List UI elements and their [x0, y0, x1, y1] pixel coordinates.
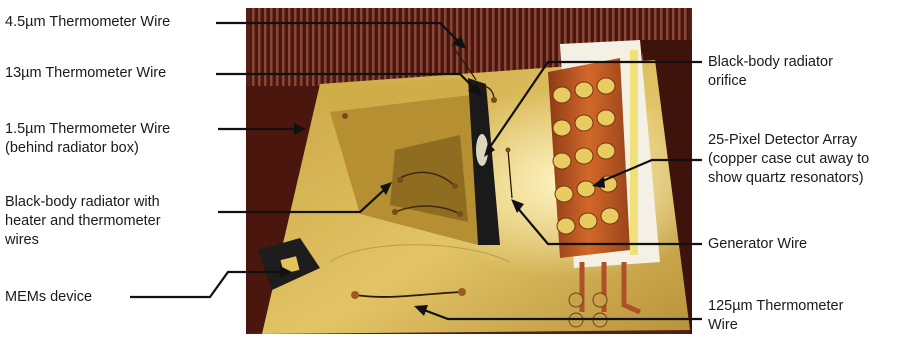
label-text: Wire: [708, 316, 843, 335]
label-text: 1.5µm Thermometer Wire: [5, 120, 170, 139]
label-text: Black-body radiator with: [5, 193, 161, 212]
label-text: Generator Wire: [708, 235, 807, 254]
tube-fitting: [593, 293, 607, 307]
label-text: 13µm Thermometer Wire: [5, 64, 166, 83]
label-text: orifice: [708, 72, 833, 91]
label-text: 25-Pixel Detector Array: [708, 131, 869, 150]
label-text: (behind radiator box): [5, 139, 170, 158]
label-text: 4.5µm Thermometer Wire: [5, 13, 170, 32]
wire-pad: [458, 288, 466, 296]
label-1-5um-thermometer-wire: 1.5µm Thermometer Wire (behind radiator …: [5, 120, 170, 158]
wire-pad: [342, 113, 348, 119]
label-mems-device: MEMs device: [5, 288, 92, 307]
label-black-body-radiator: Black-body radiator with heater and ther…: [5, 193, 161, 250]
label-4-5um-thermometer-wire: 4.5µm Thermometer Wire: [5, 13, 170, 32]
wire-pad: [491, 97, 497, 103]
label-detector-array: 25-Pixel Detector Array (copper case cut…: [708, 131, 869, 188]
label-text: show quartz resonators): [708, 169, 869, 188]
label-generator-wire: Generator Wire: [708, 235, 807, 254]
label-black-body-orifice: Black-body radiator orifice: [708, 53, 833, 91]
label-125um-thermometer-wire: 125µm Thermometer Wire: [708, 297, 843, 335]
label-text: MEMs device: [5, 288, 92, 307]
label-text: Black-body radiator: [708, 53, 833, 72]
wire-pad: [452, 183, 458, 189]
label-text: heater and thermometer: [5, 212, 161, 231]
wire-pad: [397, 177, 403, 183]
label-text: (copper case cut away to: [708, 150, 869, 169]
label-13um-thermometer-wire: 13µm Thermometer Wire: [5, 64, 166, 83]
label-text: wires: [5, 231, 161, 250]
wire-pad: [506, 148, 511, 153]
wire-pad: [351, 291, 359, 299]
wire-pad: [457, 211, 463, 217]
wire-pad: [392, 209, 398, 215]
label-text: 125µm Thermometer: [708, 297, 843, 316]
detector-side-stripe: [630, 50, 638, 255]
tube-fitting: [569, 293, 583, 307]
